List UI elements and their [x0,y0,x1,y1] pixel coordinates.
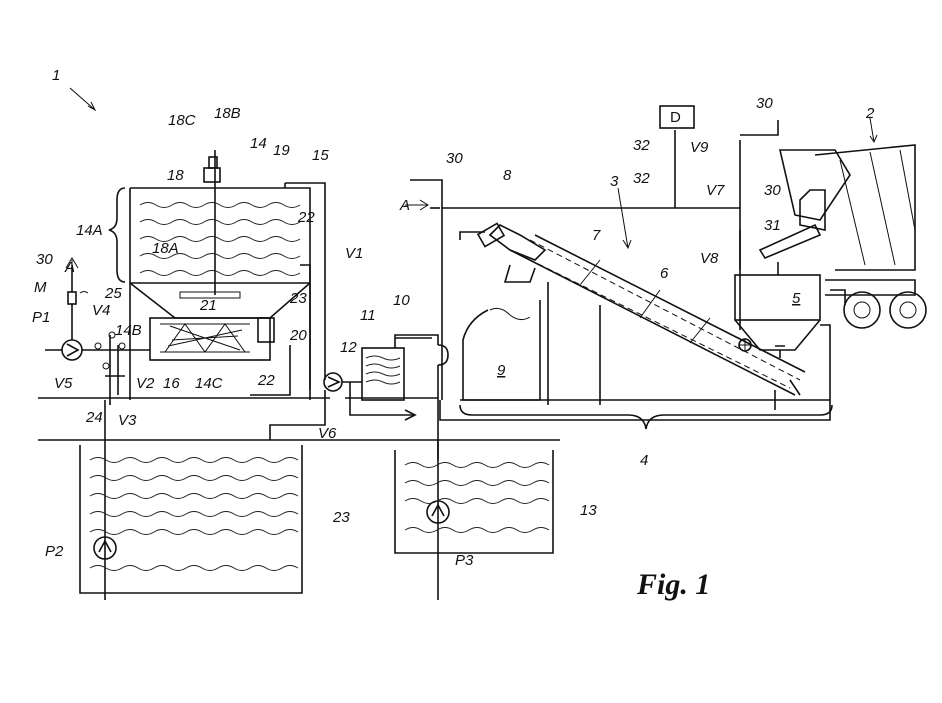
label-22b: 22 [257,372,275,389]
label-p1: P1 [32,309,50,326]
label-18: 18 [167,167,184,184]
label-14a: 14A [76,222,103,239]
brace-4 [459,404,833,430]
label-m: M [34,279,47,296]
label-hopper-5: 5 [792,290,801,307]
label-p2: P2 [45,543,64,560]
pump-12-and-tank-11 [323,334,449,460]
left-piping [45,265,150,405]
label-unit-3: 3 [610,173,619,190]
label-screw-6: 6 [660,265,669,282]
label-tank-13: 13 [580,502,597,519]
figure-caption: Fig. 1 [636,568,710,601]
label-v3: V3 [118,412,137,429]
label-30-right: 30 [764,182,781,199]
brace-14a [108,187,126,283]
leader-lines [65,87,878,269]
tank-14 [129,150,326,400]
label-pipe-15: 15 [312,147,329,164]
label-pipe-10: 10 [393,292,410,309]
label-tank-14: 14 [250,135,267,152]
label-14c: 14C [195,375,223,392]
diagram-labels: 1 2 3 4 5 6 7 8 9 10 11 12 13 14 14A 14B… [32,67,875,569]
label-screw-7: 7 [592,227,601,244]
bin-9 [462,300,541,401]
label-30-top: 30 [756,95,773,112]
label-32a: 32 [633,137,650,154]
label-a-right: A [399,197,410,214]
label-tank-11: 11 [360,307,376,324]
label-v6: V6 [318,425,337,442]
ground-lines [38,397,830,441]
label-truck-2: 2 [865,105,875,122]
hopper-5 [439,262,831,421]
tank-14-waves [139,202,301,276]
label-v7: V7 [706,182,725,199]
label-21: 21 [199,297,217,314]
label-24: 24 [85,409,103,426]
label-22a: 22 [297,209,315,226]
label-group-4: 4 [640,452,648,469]
label-30-frame: 30 [446,150,463,167]
label-23-screen: 23 [289,290,307,307]
label-32b: 32 [633,170,650,187]
label-bin-9: 9 [497,362,506,379]
label-19: 19 [273,142,290,159]
label-plant-1: 1 [52,67,60,84]
tank-23 [79,390,326,600]
label-pump-12: 12 [340,339,357,356]
label-v2: V2 [136,375,155,392]
label-a-left: A [64,259,75,276]
label-p3: P3 [455,552,474,569]
label-v5: V5 [54,375,73,392]
label-23-tank: 23 [332,509,350,526]
label-screen-16: 16 [163,375,180,392]
label-motor-8: 8 [503,167,512,184]
tank-13 [394,440,554,600]
label-v8: V8 [700,250,719,267]
label-30-left: 30 [36,251,53,268]
frame-30 [410,105,779,400]
label-v4: V4 [92,302,110,319]
label-18a: 18A [152,240,179,257]
label-18b: 18B [214,105,241,122]
label-14b: 14B [115,322,142,339]
label-v1: V1 [345,245,363,262]
label-18c: 18C [168,112,196,129]
label-d: D [670,109,681,126]
label-v9: V9 [690,139,709,156]
label-25: 25 [104,285,122,302]
label-31: 31 [764,217,781,234]
label-20: 20 [289,327,307,344]
truck-2 [758,144,927,329]
